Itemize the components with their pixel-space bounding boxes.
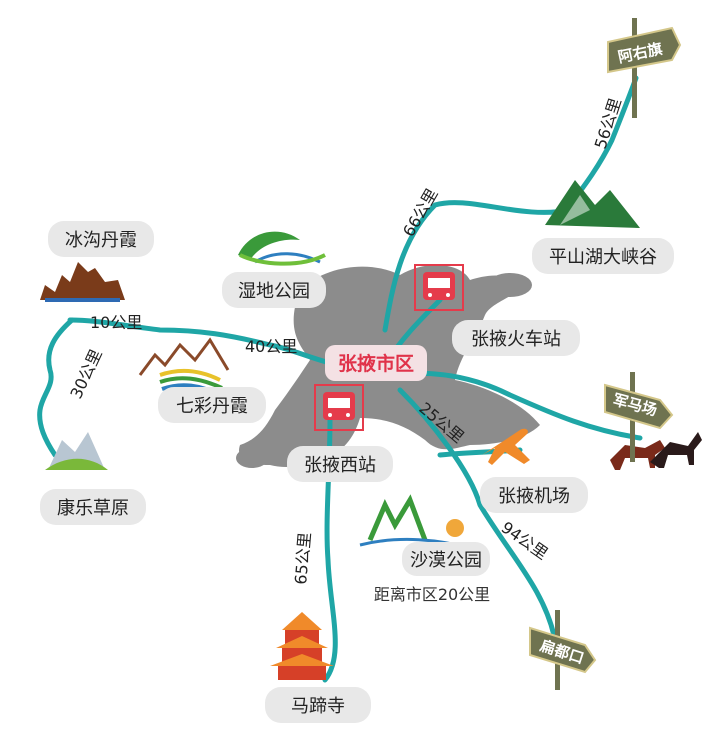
place-pingshanhu-label: 平山湖大峡谷 (549, 247, 657, 268)
place-airport[interactable]: 张掖机场 (480, 477, 588, 513)
route-west (67, 317, 383, 373)
route-to-biandukou (397, 387, 558, 643)
sign-aluqi[interactable]: 阿右旗 (607, 18, 682, 118)
place-bingou-label: 冰沟丹霞 (65, 230, 137, 251)
place-desert-label: 沙漠公园 (410, 550, 482, 571)
place-wetland-park[interactable]: 湿地公园 (222, 272, 326, 308)
wetland-park-icon (238, 231, 326, 266)
place-bingou-danxia[interactable]: 冰沟丹霞 (48, 221, 154, 257)
place-kangle-label: 康乐草原 (57, 498, 129, 519)
place-wetland-label: 湿地公园 (238, 281, 310, 302)
distance-40km: 40公里 (245, 337, 297, 356)
city-center-label: 张掖市区 (338, 352, 414, 375)
train-station-icon[interactable] (414, 264, 464, 311)
route-to-aluqi (567, 75, 639, 208)
pingshanhu-canyon-icon (545, 180, 640, 228)
place-train-station[interactable]: 张掖火车站 (452, 320, 580, 356)
desert-park-icon (359, 494, 471, 550)
distance-30km: 30公里 (66, 346, 105, 401)
route-north (382, 200, 573, 333)
place-west-station-label: 张掖西站 (304, 455, 376, 476)
place-train-station-label: 张掖火车站 (471, 329, 561, 350)
place-mati-label: 马蹄寺 (291, 696, 345, 717)
distance-10km: 10公里 (90, 313, 142, 332)
place-west-station[interactable]: 张掖西站 (287, 446, 393, 482)
place-qicai-danxia[interactable]: 七彩丹霞 (158, 387, 266, 423)
airplane-icon[interactable] (482, 428, 530, 465)
qicai-danxia-icon (138, 337, 230, 397)
place-mati-temple[interactable]: 马蹄寺 (265, 687, 371, 723)
place-airport-label: 张掖机场 (498, 486, 570, 507)
west-station-icon[interactable] (314, 384, 364, 431)
place-desert-park[interactable]: 沙漠公园 (402, 542, 490, 576)
desert-park-distance-note: 距离市区20公里 (374, 585, 490, 604)
horses-icon (610, 432, 702, 470)
kangle-grassland-icon (45, 432, 108, 470)
route-to-kangle (37, 317, 75, 458)
city-center[interactable]: 张掖市区 (325, 345, 427, 381)
place-qicai-label: 七彩丹霞 (176, 396, 248, 417)
distance-65km: 65公里 (291, 532, 314, 586)
place-kangle-grassland[interactable]: 康乐草原 (40, 489, 146, 525)
place-pingshanhu[interactable]: 平山湖大峡谷 (532, 238, 674, 274)
distance-66km: 66公里 (399, 185, 442, 240)
mati-temple-icon (270, 612, 334, 680)
bingou-danxia-icon (40, 262, 125, 302)
sign-biandukou[interactable]: 扁都口 (529, 610, 597, 690)
